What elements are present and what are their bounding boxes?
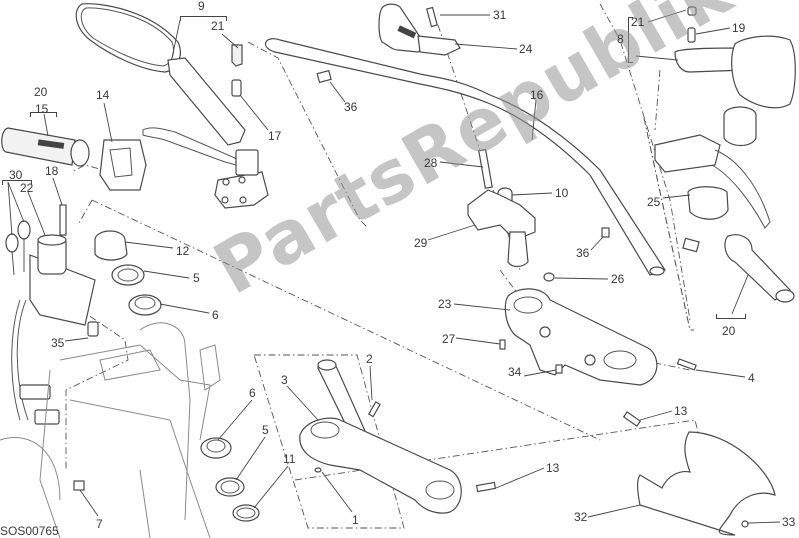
callout-26: 26 — [611, 272, 625, 286]
callout-25: 25 — [647, 195, 661, 209]
callout-4: 4 — [748, 371, 755, 385]
group-brace-20-left — [30, 112, 57, 117]
callout-11: 11 — [283, 452, 296, 466]
group-brace-20-right — [716, 314, 746, 319]
callout-13: 13 — [674, 404, 688, 418]
handlebar — [264, 38, 666, 276]
callout-6: 6 — [249, 386, 256, 400]
right-switch-housing — [687, 186, 729, 220]
nut-26 — [543, 272, 555, 282]
motorcycle-frame — [0, 322, 221, 538]
callout-28: 28 — [424, 156, 438, 170]
callout-9: 9 — [198, 0, 205, 13]
screw-27 — [499, 339, 506, 350]
callout-30: 30 — [9, 168, 23, 182]
ignition-switch — [11, 234, 96, 425]
callout-21: 21 — [631, 15, 645, 29]
callout-7: 7 — [96, 517, 103, 531]
steering-nut — [94, 230, 128, 261]
callout-3: 3 — [281, 373, 288, 387]
callout-6: 6 — [212, 308, 219, 322]
dust-seal-5 — [111, 264, 145, 286]
bearing-lower — [200, 437, 232, 459]
callout-27: 27 — [442, 332, 456, 346]
callout-33: 33 — [782, 515, 796, 529]
dust-seal-lower — [215, 477, 245, 497]
callout-2: 2 — [366, 352, 373, 366]
callout-10: 10 — [555, 186, 569, 200]
group-brace-8 — [628, 17, 633, 63]
callout-8: 8 — [617, 32, 624, 46]
clip-36 — [601, 227, 610, 238]
mirror-bolt-left — [231, 44, 243, 97]
clutch-lever — [142, 127, 242, 167]
callout-12: 12 — [176, 244, 190, 258]
callout-leader-lines — [7, 9, 781, 524]
callout-1: 1 — [352, 513, 359, 527]
callout-5: 5 — [193, 271, 200, 285]
callout-14: 14 — [96, 88, 110, 102]
callout-32: 32 — [574, 510, 588, 524]
right-mirror — [674, 6, 796, 109]
callout-15: 15 — [35, 102, 49, 116]
callout-29: 29 — [414, 236, 428, 250]
left-grip — [1, 127, 90, 167]
brake-master-cylinder — [654, 106, 771, 229]
throttle-grip — [682, 234, 795, 303]
callout-13: 13 — [546, 461, 560, 475]
washer-11 — [232, 504, 260, 522]
handlebar-riser — [467, 148, 536, 268]
callout-22: 22 — [20, 181, 34, 195]
left-switch-housing — [99, 139, 147, 191]
bolt-18 — [59, 204, 99, 337]
clip-7 — [73, 480, 85, 491]
callout-36: 36 — [576, 246, 590, 260]
callout-17: 17 — [268, 129, 282, 143]
group-brace-9 — [180, 16, 227, 21]
callout-35: 35 — [51, 336, 65, 350]
cover-32 — [637, 431, 776, 536]
plug-34 — [555, 364, 563, 374]
group-brace-30 — [2, 180, 32, 185]
bolt-13a — [622, 411, 642, 427]
callout-31: 31 — [493, 8, 507, 22]
handlebar-clamp-24 — [378, 3, 461, 56]
callout-16: 16 — [530, 88, 544, 102]
callout-24: 24 — [519, 42, 533, 56]
clutch-master-block — [214, 149, 269, 209]
callout-20: 20 — [34, 85, 48, 99]
upper-triple-clamp — [504, 288, 658, 386]
steering-stem-lower-clamp — [299, 359, 462, 514]
callout-5: 5 — [262, 423, 269, 437]
callout-18: 18 — [45, 164, 59, 178]
callout-23: 23 — [438, 297, 452, 311]
bearing-6 — [128, 294, 162, 316]
left-mirror — [75, 3, 246, 146]
callout-19: 19 — [732, 21, 746, 35]
callout-36: 36 — [344, 100, 358, 114]
diagram-code: SOS00765 — [0, 524, 59, 538]
callout-21: 21 — [211, 19, 225, 33]
bolt-13b — [475, 481, 497, 493]
bolt-4 — [676, 358, 697, 371]
callout-20: 20 — [722, 324, 736, 338]
callout-34: 34 — [508, 365, 522, 379]
ignition-keys — [5, 220, 31, 276]
